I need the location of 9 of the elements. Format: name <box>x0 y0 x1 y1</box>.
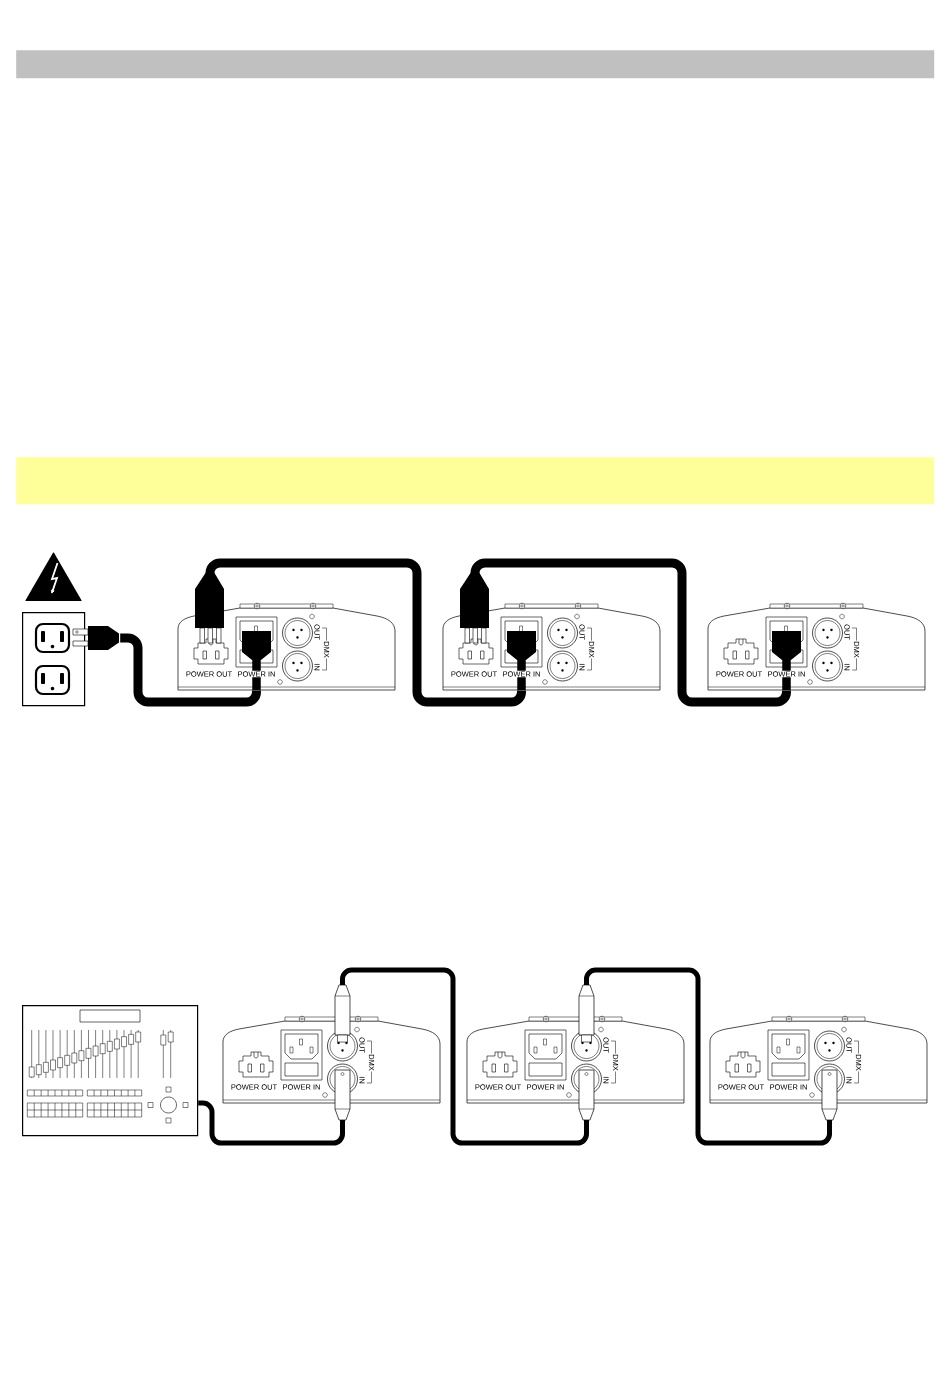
cable <box>205 558 526 707</box>
cable <box>470 558 791 707</box>
cable <box>584 967 832 1146</box>
header-band <box>16 50 935 79</box>
cable <box>198 1100 345 1146</box>
cable <box>120 633 261 707</box>
console-drawing <box>22 1005 199 1137</box>
note-band <box>16 457 935 505</box>
cable <box>340 967 589 1146</box>
